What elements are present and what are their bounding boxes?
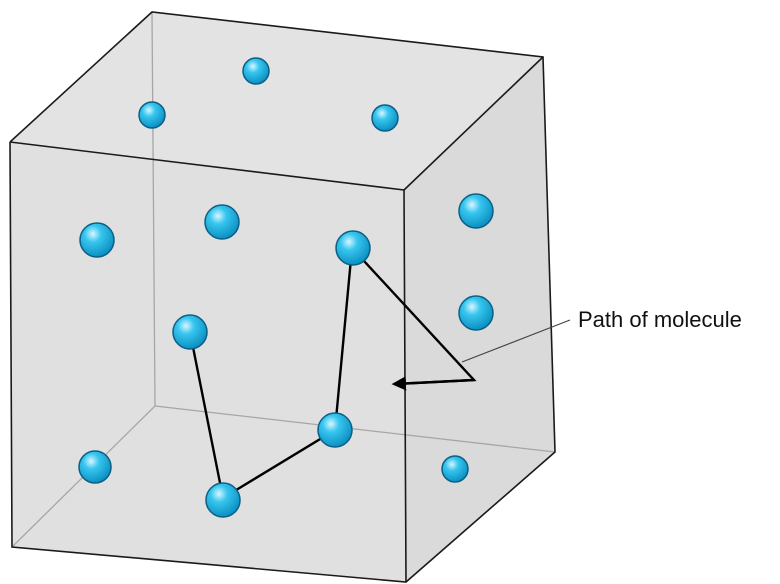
- molecule: [458, 193, 494, 229]
- box-top-face: [10, 12, 543, 190]
- molecule: [371, 104, 399, 132]
- molecule: [138, 101, 166, 129]
- molecule: [204, 204, 240, 240]
- molecules: [78, 57, 494, 518]
- molecule: [441, 455, 469, 483]
- box-edge: [403, 56, 544, 191]
- molecule: [78, 450, 112, 484]
- label-leader-line: [461, 319, 571, 363]
- molecule: [458, 295, 494, 331]
- molecule: [317, 412, 353, 448]
- molecule: [172, 314, 208, 350]
- molecule: [79, 222, 115, 258]
- box-hidden-edge: [154, 405, 556, 453]
- box-edge: [9, 141, 405, 191]
- box-front-face: [10, 142, 406, 582]
- path-arrow: [391, 376, 475, 391]
- molecule: [205, 482, 241, 518]
- box-outline: [9, 11, 556, 583]
- path-of-molecule-label: Path of molecule: [578, 307, 742, 332]
- molecule: [335, 230, 371, 266]
- molecule: [242, 57, 270, 85]
- box-hidden-edge: [151, 11, 156, 407]
